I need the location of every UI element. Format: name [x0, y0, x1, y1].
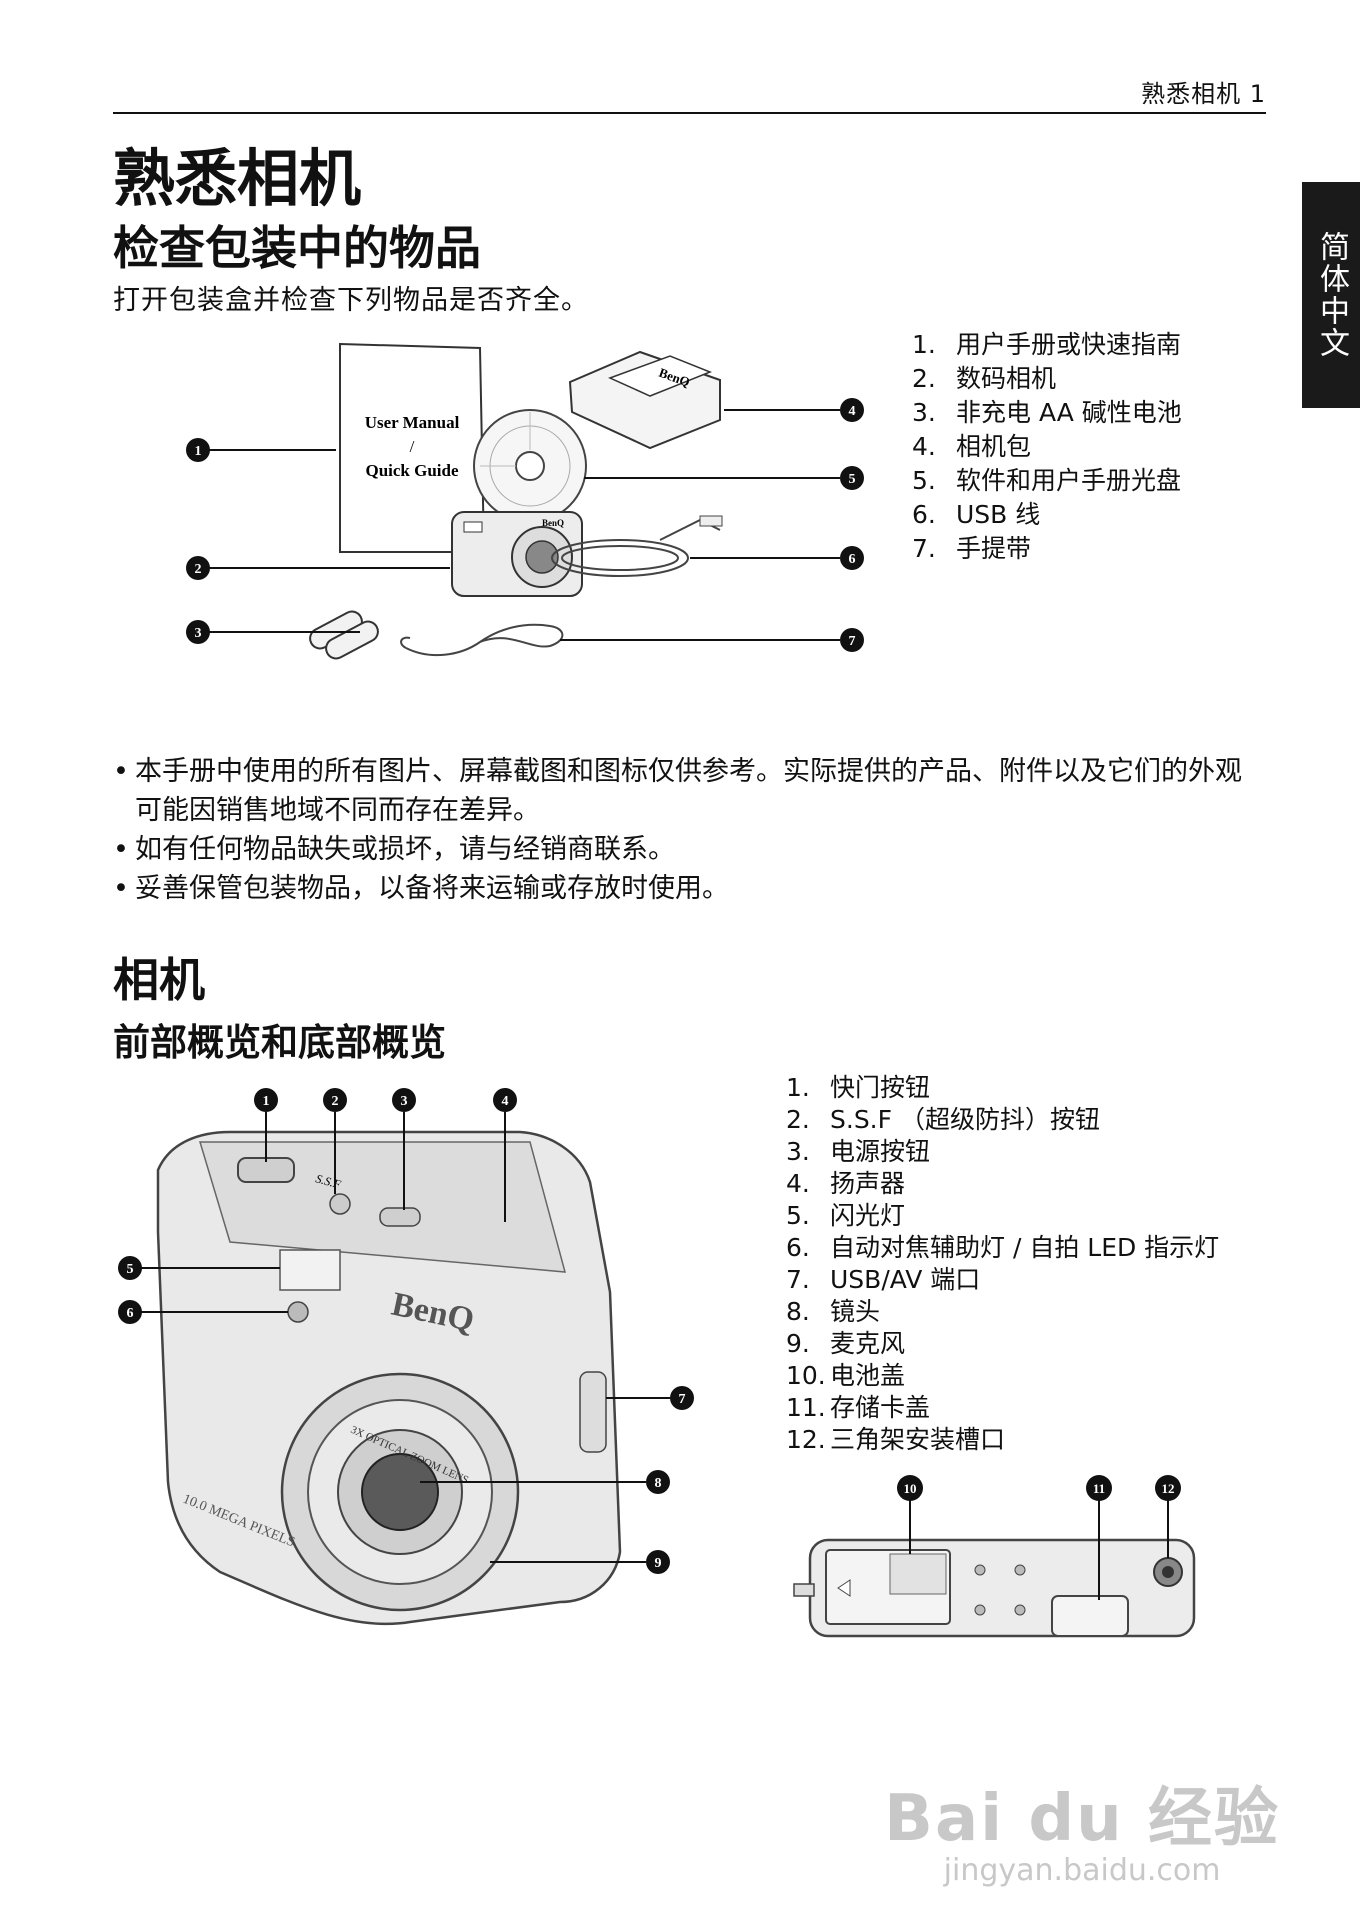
watermark-url: jingyan.baidu.com [943, 1853, 1221, 1888]
callout-5: 5 [840, 466, 864, 490]
list-item: 1.用户手册或快速指南 [912, 330, 1182, 359]
svg-text:5: 5 [849, 472, 856, 487]
note-item: 本手册中使用的所有图片、屏幕截图和图标仅供参考。实际提供的产品、附件以及它们的外… [113, 752, 1263, 830]
callout-3: 3 [186, 620, 210, 644]
callout-6: 6 [840, 546, 864, 570]
list-item: 2.数码相机 [912, 364, 1057, 393]
svg-text:6: 6 [127, 1306, 134, 1321]
list-item: 8.镜头 [786, 1297, 881, 1326]
package-intro: 打开包装盒并检查下列物品是否齐全。 [113, 285, 589, 316]
camera-illustration: BenQ [451, 511, 583, 597]
batteries-illustration [309, 610, 379, 660]
running-header: 熟悉相机 1 [1141, 80, 1266, 108]
cd-illustration [473, 409, 587, 523]
camera-callout-1: 1 [254, 1088, 278, 1112]
svg-text:12: 12 [1162, 1481, 1175, 1496]
list-item: 6.自动对焦辅助灯 / 自拍 LED 指示灯 [786, 1233, 1220, 1262]
list-item: 1.快门按钮 [786, 1073, 931, 1102]
svg-text:7: 7 [679, 1392, 686, 1407]
svg-text:1: 1 [195, 444, 202, 459]
manual-cover-line1: User Manual [365, 413, 460, 432]
list-item: 3.电源按钮 [786, 1137, 931, 1166]
svg-text:9: 9 [655, 1556, 662, 1571]
note-item: 妥善保管包装物品，以备将来运输或存放时使用。 [113, 869, 1263, 908]
camera-callout-6: 6 [118, 1300, 142, 1324]
note-item: 如有任何物品缺失或损坏，请与经销商联系。 [113, 830, 1263, 869]
language-tab-label: 简体中文 [1314, 231, 1349, 359]
package-items-list: 1.用户手册或快速指南 2.数码相机 3.非充电 AA 碱性电池 4.相机包 5… [912, 328, 1182, 566]
package-contents-illustration: User Manual / Quick Guide BenQ BenQ [186, 342, 864, 660]
list-item: 7.USB/AV 端口 [786, 1265, 981, 1294]
svg-text:11: 11 [1093, 1481, 1105, 1496]
svg-text:3: 3 [401, 1094, 408, 1109]
list-item: 3.非充电 AA 碱性电池 [912, 398, 1182, 427]
svg-text:4: 4 [849, 404, 856, 419]
manual-cover-line2: / [410, 437, 415, 456]
list-item: 12.三角架安装槽口 [786, 1425, 1006, 1454]
callout-4: 4 [840, 398, 864, 422]
camera-callout-4: 4 [493, 1088, 517, 1112]
list-item: 2.S.S.F （超级防抖）按钮 [786, 1105, 1100, 1134]
list-item: 7.手提带 [912, 534, 1032, 563]
svg-text:1: 1 [263, 1094, 270, 1109]
strap-illustration [400, 623, 564, 657]
svg-text:6: 6 [849, 552, 856, 567]
list-item: 4.扬声器 [786, 1169, 906, 1198]
svg-text:5: 5 [127, 1262, 134, 1277]
camera-brand-small: BenQ [542, 518, 564, 528]
callout-1: 1 [186, 438, 210, 462]
svg-text:2: 2 [332, 1094, 339, 1109]
page-title: 熟悉相机 [113, 142, 362, 215]
camera-callout-7: 7 [670, 1386, 694, 1410]
package-notes: 本手册中使用的所有图片、屏幕截图和图标仅供参考。实际提供的产品、附件以及它们的外… [113, 752, 1263, 908]
list-item: 4.相机包 [912, 432, 1032, 461]
camera-callout-8: 8 [646, 1470, 670, 1494]
camera-callout-3: 3 [392, 1088, 416, 1112]
list-item: 11.存储卡盖 [786, 1393, 931, 1422]
camera-front-illustration: S.S.F BenQ 3X OPTICAL ZOOM LENS 10.0 MEG… [118, 1088, 694, 1626]
bottom-callout-12: 12 [1155, 1475, 1181, 1501]
callout-7: 7 [840, 628, 864, 652]
svg-text:8: 8 [655, 1476, 662, 1491]
svg-text:10: 10 [904, 1481, 917, 1496]
language-tab: 简体中文 [1302, 182, 1360, 408]
section-heading-camera: 相机 [113, 953, 205, 1007]
section-heading-package: 检查包装中的物品 [113, 221, 481, 275]
subsection-heading-front-bottom: 前部概览和底部概览 [113, 1021, 446, 1064]
svg-text:7: 7 [849, 634, 856, 649]
list-item: 10.电池盖 [786, 1361, 906, 1390]
list-item: 9.麦克风 [786, 1329, 906, 1358]
manual-cover-line3: Quick Guide [365, 461, 459, 480]
camera-callout-2: 2 [323, 1088, 347, 1112]
bottom-callout-10: 10 [897, 1475, 923, 1501]
list-item: 5.闪光灯 [786, 1201, 906, 1230]
watermark-logo: Bai du 经验 [884, 1782, 1280, 1856]
list-item: 6.USB 线 [912, 500, 1041, 529]
svg-text:2: 2 [195, 562, 202, 577]
camera-callout-5: 5 [118, 1256, 142, 1280]
bottom-callout-11: 11 [1086, 1475, 1112, 1501]
camera-case-illustration: BenQ [568, 350, 721, 450]
watermark: Bai du 经验 jingyan.baidu.com [884, 1767, 1280, 1888]
list-item: 5.软件和用户手册光盘 [912, 466, 1182, 495]
header-rule [113, 112, 1266, 114]
usb-cable-illustration [551, 515, 723, 577]
camera-parts-list: 1.快门按钮 2.S.S.F （超级防抖）按钮 3.电源按钮 4.扬声器 5.闪… [786, 1072, 1219, 1456]
callout-2: 2 [186, 556, 210, 580]
camera-bottom-illustration: 10 11 12 [793, 1475, 1196, 1638]
svg-text:3: 3 [195, 626, 202, 641]
camera-callout-9: 9 [646, 1550, 670, 1574]
svg-text:4: 4 [502, 1094, 509, 1109]
